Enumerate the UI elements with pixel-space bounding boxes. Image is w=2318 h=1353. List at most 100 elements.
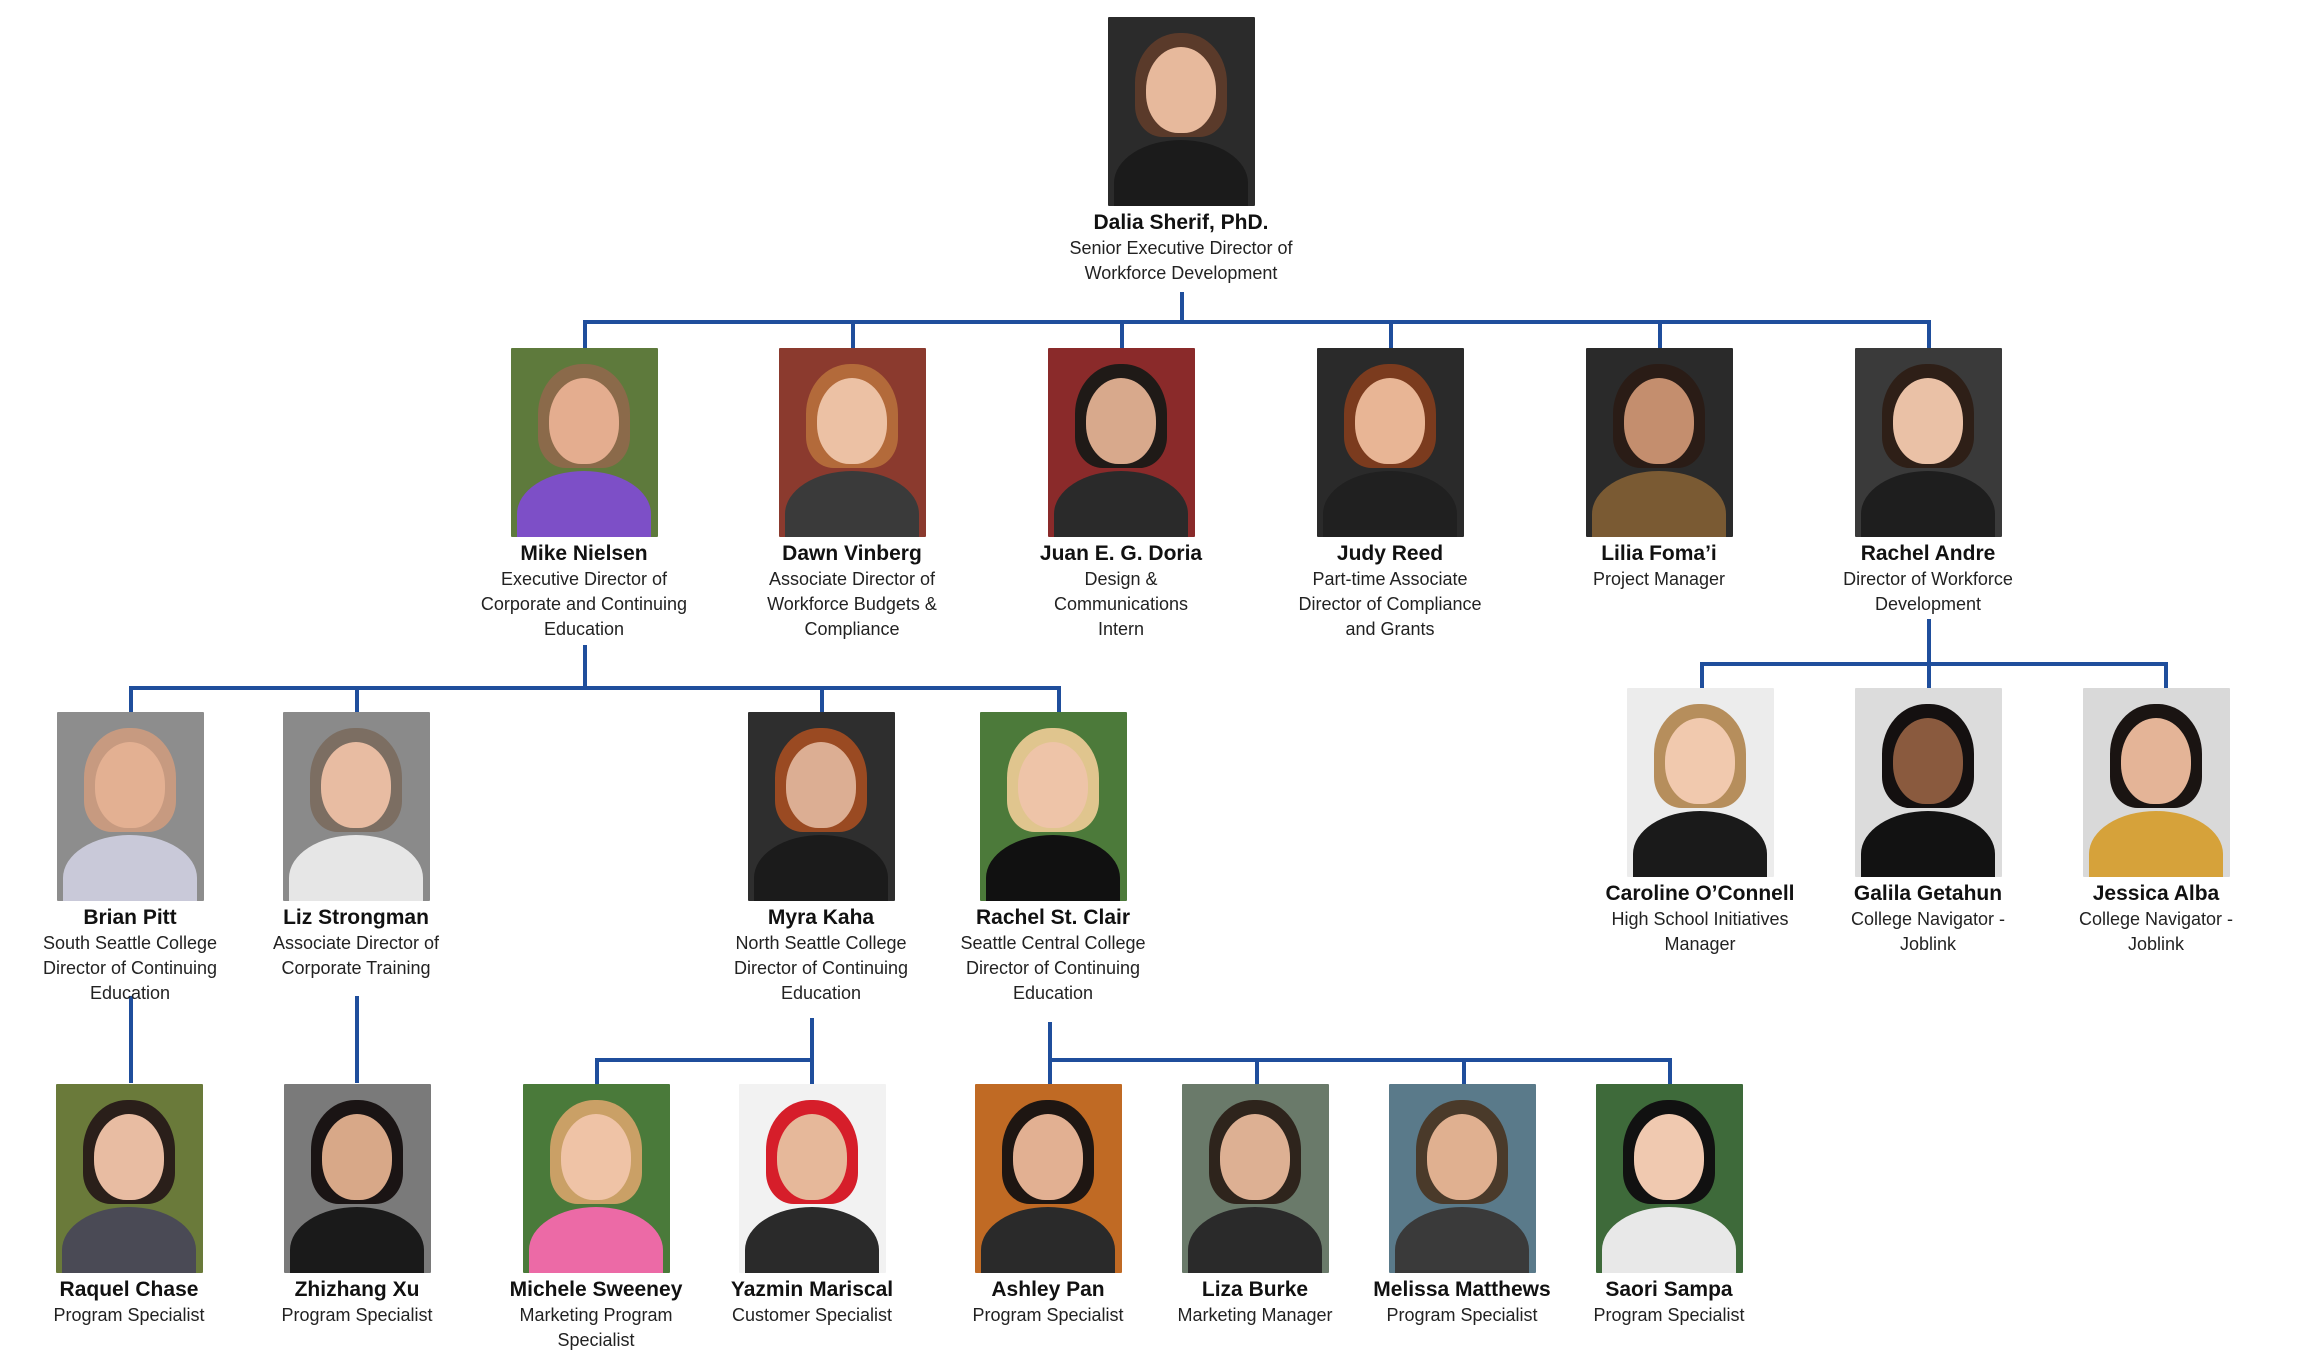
portrait-face: [1146, 47, 1216, 133]
person-title-line: Director of Continuing: [42, 958, 218, 978]
person-name: Jessica Alba: [2092, 882, 2220, 905]
portrait-body: [1054, 471, 1188, 537]
person-name: Michele Sweeney: [509, 1278, 683, 1301]
person-title-line: Director of Workforce: [1843, 569, 2013, 589]
person-name: Judy Reed: [1336, 542, 1444, 565]
person-name: Dawn Vinberg: [782, 542, 922, 565]
portrait-photo: [522, 1084, 670, 1273]
person-title-line: Education: [780, 983, 862, 1003]
portrait-body: [745, 1207, 879, 1273]
portrait-face: [94, 1114, 164, 1200]
portrait-face: [817, 378, 887, 464]
portrait-photo: [1047, 348, 1195, 537]
person-title-line: Joblink: [2127, 934, 2185, 954]
portrait-photo: [56, 712, 204, 901]
person-title-line: Project Manager: [1592, 569, 1726, 589]
portrait-face: [1624, 378, 1694, 464]
person-title-line: Education: [1012, 983, 1094, 1003]
portrait-photo: [1854, 348, 2002, 537]
portrait-photo: [979, 712, 1127, 901]
portrait-photo: [778, 348, 926, 537]
person-title-line: Director of Continuing: [965, 958, 1141, 978]
portrait-face: [561, 1114, 631, 1200]
person-title-line: Workforce Budgets &: [767, 594, 937, 614]
person-name: Ashley Pan: [991, 1278, 1105, 1301]
portrait-photo: [1626, 688, 1774, 877]
portrait-photo: [283, 1084, 431, 1273]
person-name: Brian Pitt: [83, 906, 177, 929]
person-name: Myra Kaha: [767, 906, 875, 929]
portrait-photo: [282, 712, 430, 901]
portrait-photo: [1181, 1084, 1329, 1273]
person-title-line: Specialist: [557, 1330, 635, 1350]
portrait-photo: [1854, 688, 2002, 877]
portrait-face: [549, 378, 619, 464]
person-title-line: Associate Director of: [768, 569, 936, 589]
portrait-face: [2121, 718, 2191, 804]
portrait-photo: [1107, 17, 1255, 206]
portrait-photo: [1388, 1084, 1536, 1273]
portrait-face: [95, 742, 165, 828]
person-title-line: Manager: [1664, 934, 1736, 954]
portrait-body: [63, 835, 197, 901]
person-title-line: Education: [543, 619, 625, 639]
person-title-line: Program Specialist: [53, 1305, 205, 1325]
person-title-line: Seattle Central College: [960, 933, 1146, 953]
person-name: Saori Sampa: [1605, 1278, 1733, 1301]
portrait-face: [321, 742, 391, 828]
person-title-line: Program Specialist: [1386, 1305, 1538, 1325]
person-title-line: and Grants: [1345, 619, 1435, 639]
person-title-line: College Navigator -: [2078, 909, 2234, 929]
person-name: Caroline O’Connell: [1605, 882, 1795, 905]
person-title-line: Part-time Associate: [1312, 569, 1468, 589]
portrait-face: [1086, 378, 1156, 464]
person-title-line: Design &: [1084, 569, 1158, 589]
person-name: Lilia Foma’i: [1601, 542, 1717, 565]
portrait-face: [786, 742, 856, 828]
person-title-line: Development: [1874, 594, 1982, 614]
person-name: Melissa Matthews: [1373, 1278, 1551, 1301]
person-title-line: Associate Director of: [272, 933, 440, 953]
portrait-face: [1013, 1114, 1083, 1200]
person-title-line: Director of Compliance: [1298, 594, 1482, 614]
portrait-body: [986, 835, 1120, 901]
portrait-body: [1114, 140, 1248, 206]
portrait-body: [62, 1207, 196, 1273]
person-title-line: Program Specialist: [1593, 1305, 1745, 1325]
person-title-line: Marketing Program: [519, 1305, 673, 1325]
portrait-body: [2089, 811, 2223, 877]
portrait-photo: [1585, 348, 1733, 537]
portrait-photo: [738, 1084, 886, 1273]
person-name: Zhizhang Xu: [294, 1278, 420, 1301]
person-title-line: Compliance: [804, 619, 900, 639]
portrait-photo: [2082, 688, 2230, 877]
portrait-body: [1602, 1207, 1736, 1273]
portrait-photo: [55, 1084, 203, 1273]
person-title-line: College Navigator -: [1850, 909, 2006, 929]
portrait-body: [1395, 1207, 1529, 1273]
person-title-line: North Seattle College: [735, 933, 907, 953]
person-name: Yazmin Mariscal: [730, 1278, 894, 1301]
portrait-face: [1893, 718, 1963, 804]
portrait-face: [1220, 1114, 1290, 1200]
person-name: Dalia Sherif, PhD.: [1093, 211, 1269, 234]
person-title-line: High School Initiatives: [1611, 909, 1789, 929]
portrait-body: [785, 471, 919, 537]
portrait-body: [517, 471, 651, 537]
portrait-body: [1861, 471, 1995, 537]
portrait-body: [529, 1207, 663, 1273]
portrait-body: [289, 835, 423, 901]
person-title-line: Education: [89, 983, 171, 1003]
